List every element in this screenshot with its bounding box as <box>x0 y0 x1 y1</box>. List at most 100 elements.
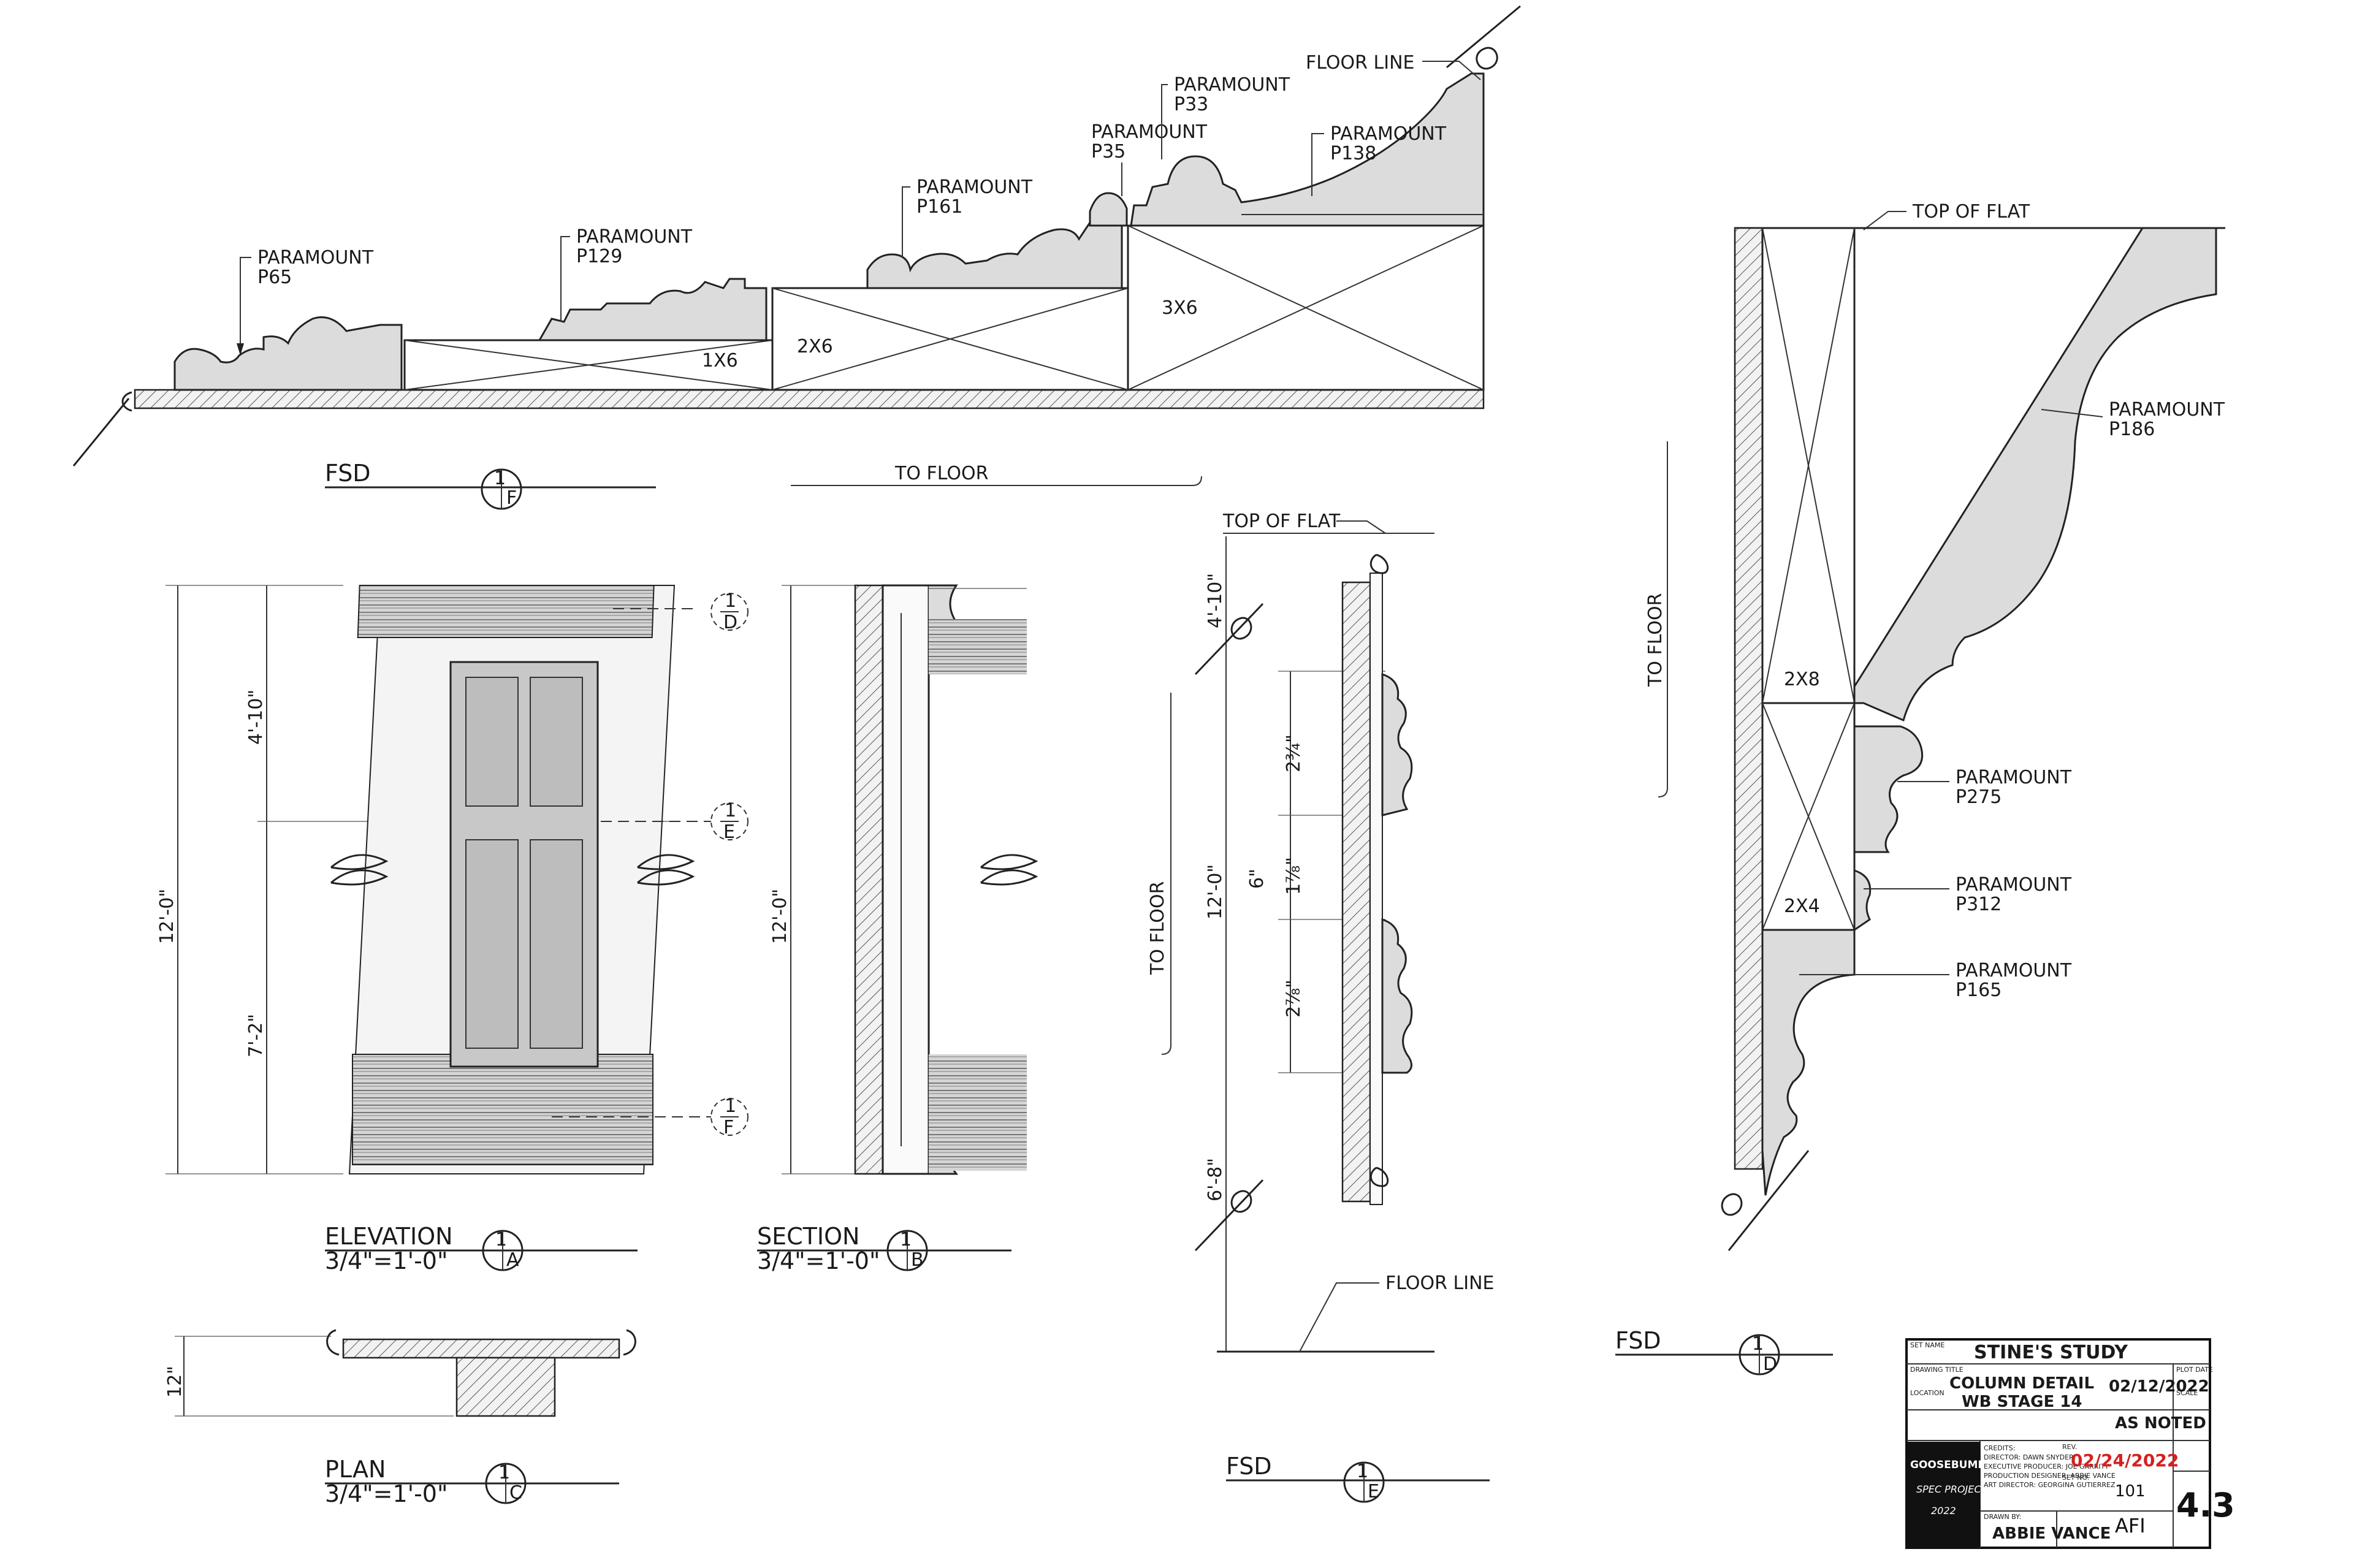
tb-afi: AFI <box>2115 1514 2146 1537</box>
goosebumps-logo: GOOSEBUMPS SPEC PROJECT 2022 <box>1908 1442 1993 1547</box>
tb-credits: CREDITS: DIRECTOR: DAWN SNYDER EXECUTIVE… <box>1984 1444 2116 1543</box>
svg-text:P161: P161 <box>916 196 962 218</box>
label-p138: PARAMOUNT P138 <box>1311 123 1447 196</box>
svg-text:TO FLOOR: TO FLOOR <box>1645 593 1666 687</box>
tb-drawn-by: ABBIE VANCE <box>1992 1524 2111 1543</box>
molding-p129 <box>538 278 768 341</box>
svg-text:P65: P65 <box>257 267 292 288</box>
svg-text:SPEC PROJECT: SPEC PROJECT <box>1916 1483 1988 1495</box>
elevation-view: 12'-0" 4'-10" 7'-2" 1 D 1 E 1 F <box>156 585 748 1174</box>
svg-text:PARAMOUNT: PARAMOUNT <box>1956 767 2072 788</box>
floor-slab <box>134 389 1485 409</box>
svg-text:P275: P275 <box>1956 786 2002 808</box>
svg-text:PARAMOUNT: PARAMOUNT <box>1330 123 1447 145</box>
svg-text:P33: P33 <box>1174 94 1208 115</box>
svg-text:3/4"=1'-0": 3/4"=1'-0" <box>757 1247 880 1274</box>
svg-text:PLAN: PLAN <box>325 1456 386 1483</box>
svg-text:1: 1 <box>725 800 736 821</box>
callout-fsd-f: FSD 1 F <box>325 460 656 510</box>
svg-text:F: F <box>506 487 517 509</box>
svg-text:DRAWING TITLE: DRAWING TITLE <box>1910 1366 1964 1374</box>
svg-text:PRODUCTION DESIGNER: ABBIE VAN: PRODUCTION DESIGNER: ABBIE VANCE <box>1984 1472 2116 1480</box>
svg-text:EXECUTIVE PRODUCER: JOE GARRIT: EXECUTIVE PRODUCER: JOE GARRITY <box>1984 1463 2109 1471</box>
svg-text:B: B <box>911 1249 924 1271</box>
molding-p165 <box>1761 929 1856 1196</box>
svg-text:TOP OF FLAT: TOP OF FLAT <box>1912 201 2030 223</box>
svg-text:2022: 2022 <box>1931 1505 1956 1517</box>
molding-p33-p138 <box>1130 72 1485 227</box>
svg-text:4'-10": 4'-10" <box>1205 573 1226 628</box>
svg-text:1: 1 <box>494 468 506 489</box>
tb-scale: AS NOTED <box>2115 1414 2206 1433</box>
svg-text:12'-0": 12'-0" <box>156 889 178 944</box>
callout-elevation-a: ELEVATION 3/4"=1'-0" 1 A <box>325 1223 638 1274</box>
svg-text:3/4"=1'-0": 3/4"=1'-0" <box>325 1247 448 1274</box>
tb-sheet-number: 4.3 <box>2176 1486 2235 1524</box>
callout-fsd-d: FSD 1 D <box>1615 1327 1833 1376</box>
svg-text:ELEVATION: ELEVATION <box>325 1223 453 1250</box>
plan-view: 12" <box>164 1329 636 1417</box>
svg-text:P138: P138 <box>1330 143 1376 164</box>
label-p35: PARAMOUNT P35 <box>1091 121 1208 196</box>
callout-plan-c: PLAN 3/4"=1'-0" 1 C <box>325 1456 619 1507</box>
svg-text:1: 1 <box>900 1229 912 1250</box>
svg-text:2X8: 2X8 <box>1784 669 1820 690</box>
svg-text:FSD: FSD <box>1615 1327 1661 1354</box>
to-floor-top: TO FLOOR <box>791 463 1202 486</box>
tb-rev: 02/24/2022 <box>2071 1450 2179 1471</box>
svg-text:2¾": 2¾" <box>1283 734 1305 772</box>
svg-text:TO FLOOR: TO FLOOR <box>1147 881 1168 975</box>
svg-text:PARAMOUNT: PARAMOUNT <box>1091 121 1208 143</box>
svg-text:PARAMOUNT: PARAMOUNT <box>1956 960 2072 981</box>
svg-text:1: 1 <box>725 590 736 612</box>
svg-text:P35: P35 <box>1091 141 1126 162</box>
svg-text:CREDITS:: CREDITS: <box>1984 1444 2015 1452</box>
label-p312: PARAMOUNT P312 <box>1864 874 2072 915</box>
svg-text:E: E <box>1368 1481 1379 1502</box>
svg-text:FLOOR LINE: FLOOR LINE <box>1306 52 1414 74</box>
callout-fsd-e: FSD 1 E <box>1226 1453 1490 1503</box>
svg-text:PARAMOUNT: PARAMOUNT <box>2109 399 2225 421</box>
svg-text:2X4: 2X4 <box>1784 896 1820 917</box>
svg-text:F: F <box>723 1117 734 1138</box>
tb-plot-date: 02/12/2022 <box>2109 1377 2209 1396</box>
label-p129: PARAMOUNT P129 <box>560 226 693 322</box>
label-floor-line-top: FLOOR LINE <box>1306 52 1481 80</box>
label-p65: PARAMOUNT P65 <box>237 247 374 356</box>
tb-drawing-title: COLUMN DETAIL <box>1949 1374 2094 1393</box>
molding-p65 <box>173 316 403 391</box>
tb-set-no-label: SET NO. <box>2062 1474 2090 1482</box>
svg-text:6'-8": 6'-8" <box>1205 1158 1226 1201</box>
svg-text:1: 1 <box>495 1229 507 1250</box>
svg-text:1: 1 <box>725 1095 736 1117</box>
tb-location: WB STAGE 14 <box>1962 1393 2082 1411</box>
callout-section-b: SECTION 3/4"=1'-0" 1 B <box>757 1223 1011 1274</box>
label-p275: PARAMOUNT P275 <box>1897 767 2072 808</box>
label-2x6: 2X6 <box>797 336 833 357</box>
svg-text:4'-10": 4'-10" <box>245 690 267 745</box>
label-1x6: 1X6 <box>702 350 738 371</box>
svg-text:PLOT DATE: PLOT DATE <box>2176 1366 2213 1374</box>
svg-text:D: D <box>723 612 737 633</box>
svg-text:LOCATION: LOCATION <box>1910 1389 1945 1397</box>
crown-molding-detail: PARAMOUNT P65 PARAMOUNT P129 PARAMOUNT P… <box>72 5 1521 466</box>
svg-text:P186: P186 <box>2109 419 2155 440</box>
svg-text:P312: P312 <box>1956 894 2002 915</box>
section-d-view: TOP OF FLAT TO FLOOR 2X8 2X4 PARAMOUNT P… <box>1645 201 2225 1251</box>
svg-text:P165: P165 <box>1956 980 2002 1001</box>
svg-text:12'-0": 12'-0" <box>1205 864 1226 919</box>
svg-text:6": 6" <box>1246 869 1268 889</box>
label-p161: PARAMOUNT P161 <box>902 177 1033 257</box>
svg-text:DRAWN BY:: DRAWN BY: <box>1984 1513 2021 1521</box>
lumber-3x6 <box>1127 224 1485 391</box>
svg-text:C: C <box>509 1482 522 1504</box>
section-view: 12'-0" <box>769 584 1038 1175</box>
svg-text:PARAMOUNT: PARAMOUNT <box>576 226 693 248</box>
svg-text:1: 1 <box>1357 1461 1368 1482</box>
svg-text:PARAMOUNT: PARAMOUNT <box>257 247 374 268</box>
molding-p161 <box>866 210 1123 289</box>
svg-text:PARAMOUNT: PARAMOUNT <box>916 177 1033 198</box>
svg-text:FLOOR LINE: FLOOR LINE <box>1385 1273 1494 1294</box>
svg-text:1⅞": 1⅞" <box>1283 857 1305 895</box>
